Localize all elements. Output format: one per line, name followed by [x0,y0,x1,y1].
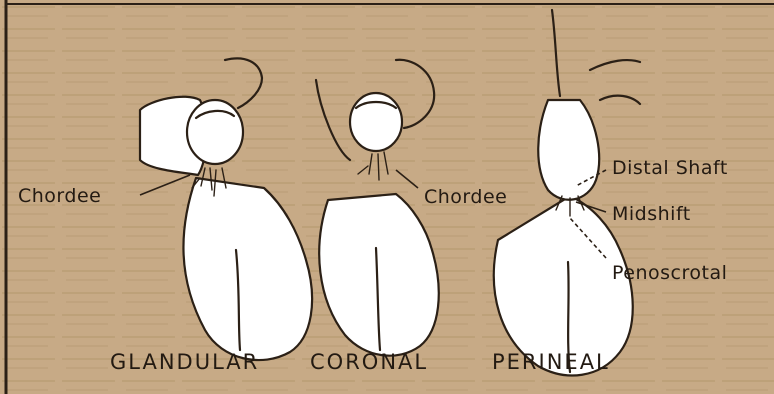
midshift-label: Midshift [612,203,691,225]
glandular-caption: GLANDULAR [110,350,259,374]
coronal-caption: CORONAL [310,350,428,374]
distal-shaft-label: Distal Shaft [612,157,728,179]
perineal-caption: PERINEAL [492,350,610,374]
glandular-chordee-label: Chordee [18,185,101,207]
coronal-chordee-label: Chordee [424,186,507,208]
penoscrotal-label: Penoscrotal [612,262,727,284]
